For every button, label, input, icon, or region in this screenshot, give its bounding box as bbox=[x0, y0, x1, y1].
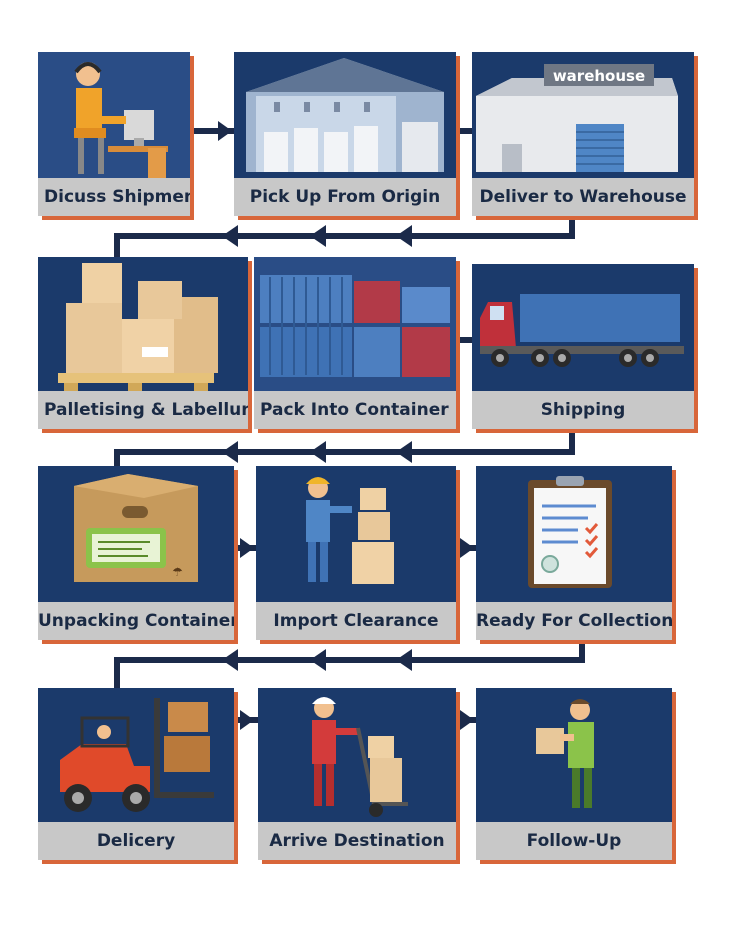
step-label: Shipping bbox=[472, 391, 694, 429]
step-import-clearance: Import Clearance bbox=[256, 466, 456, 640]
step-delivery: Delicery bbox=[38, 688, 234, 860]
warehouse-sign: warehouse bbox=[553, 67, 645, 85]
step-label: Import Clearance bbox=[256, 602, 456, 640]
clipboard-icon bbox=[528, 476, 612, 588]
forklift-icon bbox=[60, 698, 214, 812]
step-label: Delicery bbox=[38, 822, 234, 860]
worker-scanning-icon bbox=[306, 477, 394, 584]
warehouse-interior-icon bbox=[246, 58, 444, 172]
customer-service-icon bbox=[38, 52, 190, 178]
warehouse-building-icon: warehouse bbox=[476, 64, 678, 172]
shipping-containers-icon bbox=[254, 257, 456, 391]
step-label: Pick Up From Origin bbox=[234, 178, 456, 216]
step-deliver-to-warehouse: warehouse Deliver to Warehouse bbox=[472, 52, 694, 216]
step-label: Unpacking Container bbox=[38, 602, 234, 640]
step-follow-up: Follow-Up bbox=[476, 688, 672, 860]
step-pick-up-from-origin: Pick Up From Origin bbox=[234, 52, 456, 216]
step-label: Follow-Up bbox=[476, 822, 672, 860]
step-discuss-shipment: Dicuss Shipment bbox=[38, 52, 190, 216]
step-ready-for-collection: Ready For Collection bbox=[476, 466, 672, 640]
hand-truck-icon bbox=[312, 697, 408, 817]
step-unpacking-container: ☂ Unpacking Container bbox=[38, 466, 234, 640]
courier-handoff-icon bbox=[536, 699, 594, 808]
step-shipping: Shipping bbox=[472, 264, 694, 429]
step-label: Ready For Collection bbox=[476, 602, 672, 640]
step-label: Arrive Destination bbox=[258, 822, 456, 860]
pallet-boxes-icon bbox=[58, 263, 218, 391]
open-box-icon: ☂ bbox=[74, 474, 198, 582]
svg-text:☂: ☂ bbox=[172, 565, 183, 579]
step-label: Palletising & Labellung bbox=[38, 391, 248, 429]
step-palletising-labelling: Palletising & Labellung bbox=[38, 257, 248, 429]
step-label: Deliver to Warehouse bbox=[472, 178, 694, 216]
step-pack-into-container: Pack Into Container bbox=[254, 257, 456, 429]
truck-icon bbox=[480, 294, 684, 367]
step-label: Dicuss Shipment bbox=[38, 178, 190, 216]
step-label: Pack Into Container bbox=[254, 391, 456, 429]
step-arrive-destination: Arrive Destination bbox=[258, 688, 456, 860]
